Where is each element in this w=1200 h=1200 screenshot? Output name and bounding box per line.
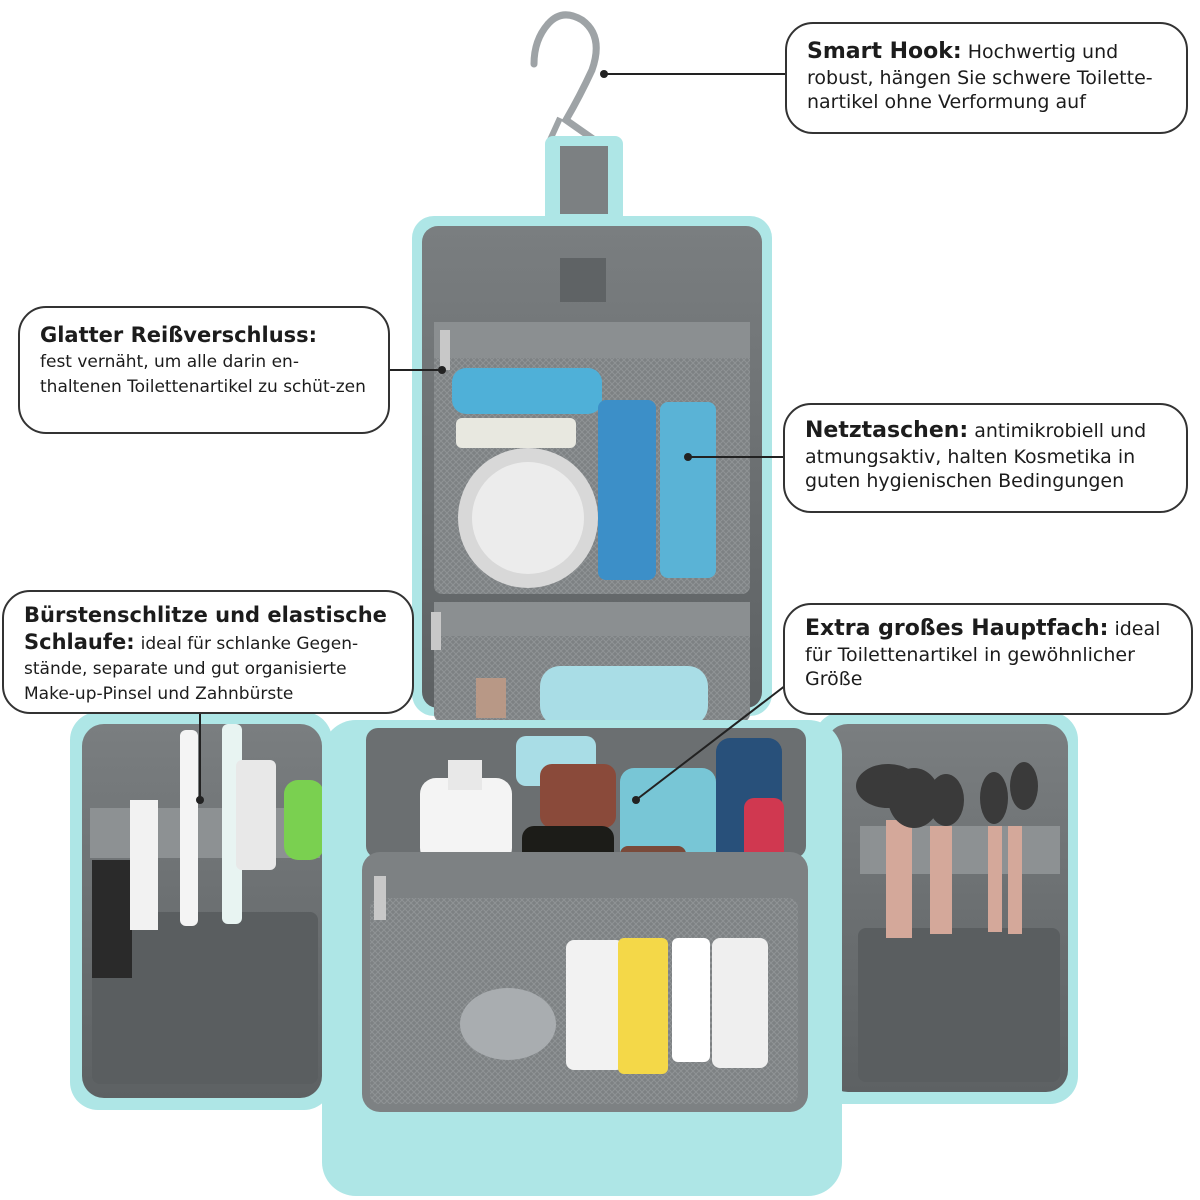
callout-mesh-pockets-text: antimikrobiell und atmungsaktiv, halten … bbox=[805, 420, 1147, 493]
callout-zipper-title: Glatter Reißverschluss: bbox=[40, 323, 318, 347]
callout-mesh-pockets: Netztaschen: antimikrobiell und atmungsa… bbox=[783, 403, 1188, 513]
left-panel bbox=[70, 712, 332, 1110]
callout-smart-hook-text: Hochwertig und robust, hängen Sie schwer… bbox=[807, 41, 1153, 114]
callout-brush-slots-title-line2: Schlaufe: bbox=[24, 629, 135, 654]
callout-main-compartment-title: Extra großes Hauptfach: bbox=[805, 616, 1109, 641]
callout-brush-slots-text: ideal für schlanke Gegen-stände, separat… bbox=[24, 633, 359, 704]
leader-lines bbox=[199, 73, 791, 801]
callout-smart-hook-title: Smart Hook: bbox=[807, 39, 962, 64]
top-panel bbox=[412, 216, 772, 726]
main-compartment bbox=[322, 720, 842, 1196]
callout-mesh-pockets-title: Netztaschen: bbox=[805, 418, 969, 443]
callout-brush-slots: Bürstenschlitze und elastische Schlaufe:… bbox=[2, 590, 414, 714]
callout-smart-hook: Smart Hook: Hochwertig und robust, hänge… bbox=[785, 22, 1188, 134]
right-panel bbox=[814, 712, 1078, 1104]
callout-zipper: Glatter Reißverschluss: fest vernäht, um… bbox=[18, 306, 390, 434]
callout-main-compartment: Extra großes Hauptfach: ideal für Toilet… bbox=[783, 603, 1193, 715]
hook bbox=[530, 11, 614, 152]
callout-main-compartment-text: ideal für Toilettenartikel in gewöhnlich… bbox=[805, 618, 1161, 691]
callout-brush-slots-title-line1: Bürstenschlitze und elastische bbox=[24, 603, 387, 627]
callout-zipper-text: fest vernäht, um alle darin en-thaltenen… bbox=[40, 351, 366, 397]
